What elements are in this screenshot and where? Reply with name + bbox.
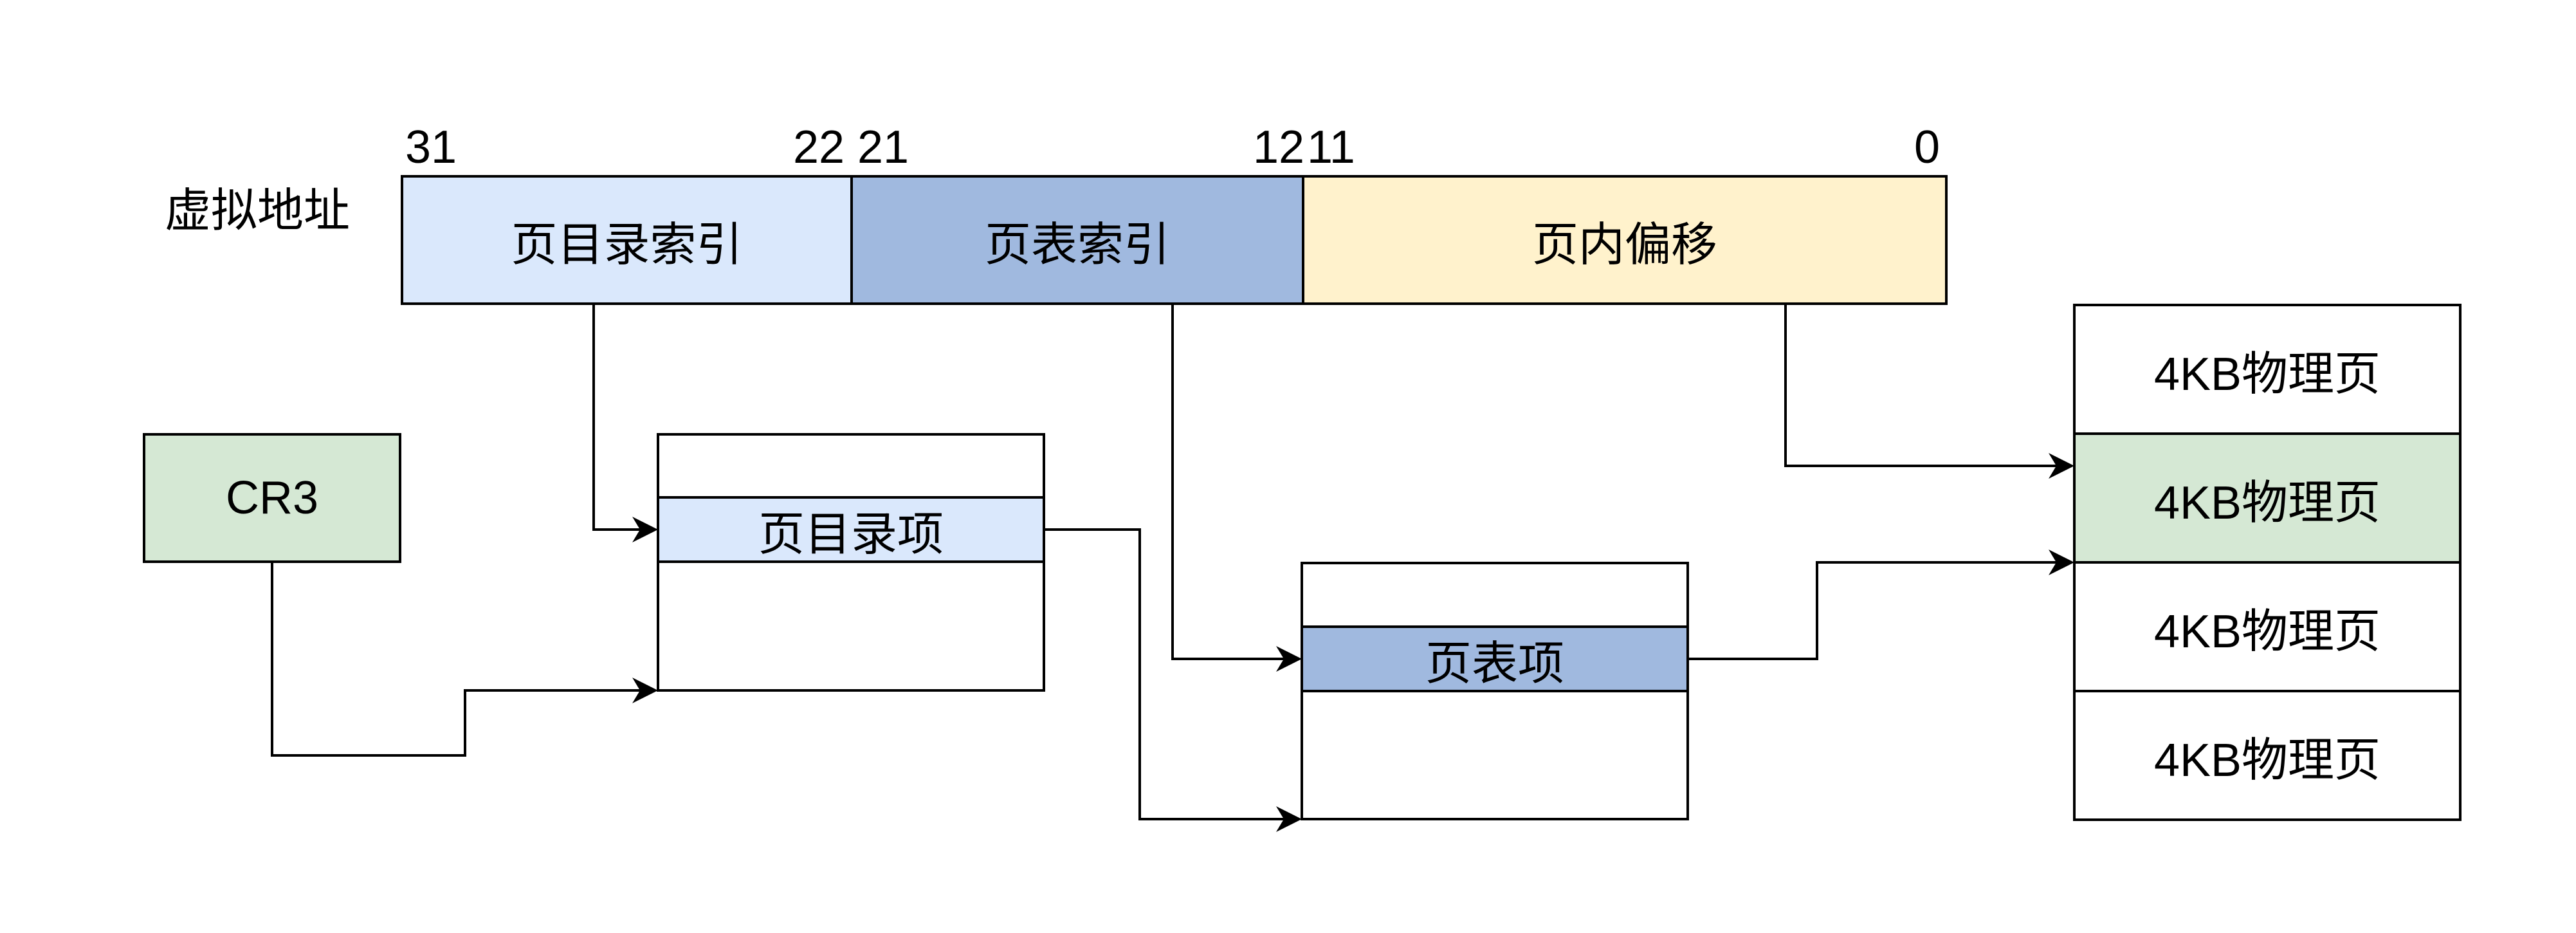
physical-page-2: 4KB物理页: [2073, 432, 2462, 564]
bit-label-11: 11: [1307, 122, 1355, 173]
arrow-offset-to-page: [1784, 305, 2074, 479]
bit-label-21: 21: [857, 122, 909, 173]
physical-page-3: 4KB物理页: [2073, 561, 2462, 692]
page-directory-entry: 页目录项: [657, 496, 1045, 563]
physical-page-4: 4KB物理页: [2073, 690, 2462, 821]
bit-label-12: 12: [1253, 122, 1305, 173]
page-offset-field: 页内偏移: [1302, 175, 1948, 305]
cr3-register: CR3: [143, 433, 401, 563]
bit-label-22: 22: [793, 122, 845, 173]
bit-label-0: 0: [1914, 122, 1941, 173]
arrow-table-index-to-table-entry: [1171, 305, 1302, 672]
page-table-index-field: 页表索引: [850, 175, 1304, 305]
physical-page-1: 4KB物理页: [2073, 304, 2462, 435]
arrow-cr3-to-directory-base: [271, 563, 658, 757]
bit-label-31: 31: [405, 122, 457, 173]
arrow-dir-index-to-dir-entry: [592, 305, 658, 542]
arrow-table-entry-to-page-base: [1689, 550, 2074, 660]
virtual-address-label: 虚拟地址: [165, 185, 351, 237]
page-table-entry: 页表项: [1301, 625, 1689, 692]
arrow-dir-entry-to-table-base: [1045, 528, 1302, 832]
